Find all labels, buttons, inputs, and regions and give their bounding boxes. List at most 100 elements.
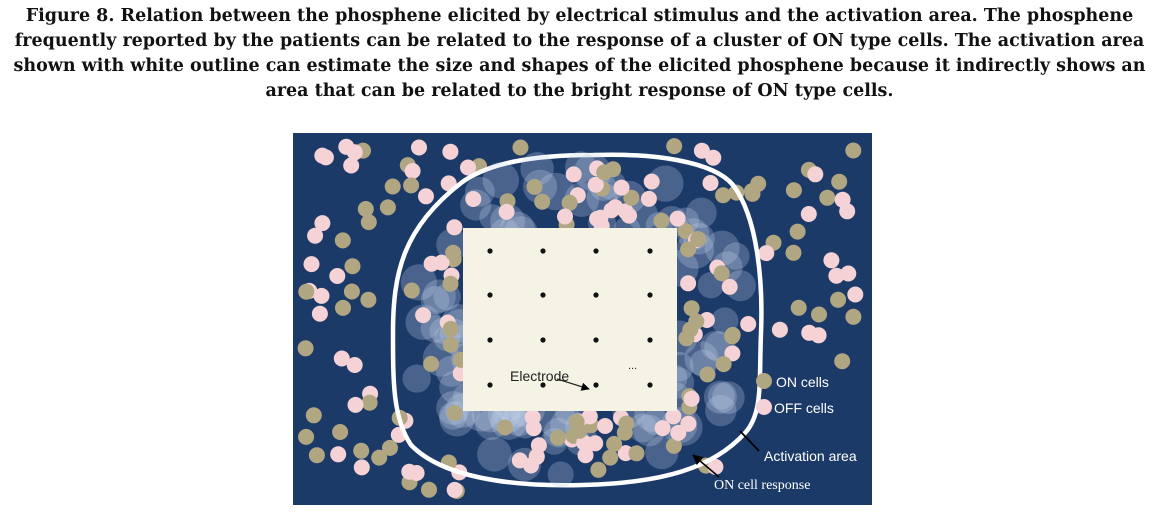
off-cell — [313, 287, 330, 304]
off-cell — [307, 227, 324, 244]
off-cell — [758, 245, 775, 262]
off-cell — [654, 420, 671, 437]
electrode-dot — [540, 292, 546, 298]
on-response-halo — [722, 242, 750, 270]
on-cell — [442, 336, 459, 353]
activation-area-outline — [390, 152, 764, 488]
on-cell — [403, 282, 420, 299]
electrode-dot — [647, 382, 653, 388]
off-cell — [511, 452, 528, 469]
on-cell — [845, 308, 862, 325]
on-cell — [442, 320, 459, 337]
off-cell — [460, 159, 476, 176]
on-cell — [526, 178, 543, 195]
on-cell — [683, 300, 700, 317]
electrode-dot — [593, 248, 599, 254]
off-cell — [530, 437, 547, 454]
off-cell — [613, 179, 630, 196]
off-cell — [587, 176, 604, 193]
on-response-halo — [712, 381, 745, 414]
on-cell — [446, 405, 463, 422]
on-cell — [724, 326, 741, 343]
electrode-dot — [540, 382, 546, 388]
on-cell — [360, 214, 377, 231]
legend-off-cells: OFF cells — [774, 400, 834, 416]
on-cell — [789, 223, 806, 240]
electrode-dot — [487, 337, 493, 343]
on-cell — [744, 185, 761, 202]
figure-caption: Figure 8. Relation between the phosphene… — [8, 4, 1151, 104]
off-cell — [442, 143, 459, 160]
on-cell — [371, 449, 388, 466]
on-cell — [442, 275, 459, 292]
off-cell — [329, 268, 346, 284]
off-cell — [446, 481, 463, 498]
on-cell — [699, 366, 716, 383]
on-response-halo — [477, 437, 512, 472]
on-cell — [831, 173, 848, 190]
on-cell — [628, 445, 645, 462]
off-cell — [330, 446, 347, 463]
on-response-halo — [705, 394, 737, 427]
on-cell — [298, 283, 315, 300]
electrode-dot — [540, 337, 546, 343]
on-response-arrow — [692, 454, 720, 478]
on-response-halo — [700, 330, 730, 361]
electrode-dot — [647, 292, 653, 298]
on-cell — [680, 241, 697, 258]
off-cell — [810, 327, 827, 344]
on-cell — [496, 419, 513, 436]
off-cell — [771, 321, 788, 338]
inside-cells — [403, 160, 757, 478]
off-cell — [465, 191, 482, 207]
on-cell — [590, 461, 607, 478]
on-cell — [360, 291, 377, 308]
off-cell — [800, 206, 817, 222]
off-cell — [411, 139, 427, 156]
off-cell — [640, 190, 657, 207]
off-cell — [665, 408, 682, 425]
on-cell — [445, 244, 462, 261]
off-cell — [847, 286, 864, 303]
on-response-halo — [420, 286, 450, 315]
on-response-halo — [547, 461, 574, 488]
on-cell — [811, 306, 827, 323]
electrode-dot — [593, 382, 599, 388]
on-cell — [616, 424, 633, 441]
activation-area-label: Activation area — [764, 448, 857, 464]
on-cell — [334, 232, 351, 249]
on-cell — [308, 447, 325, 464]
on-cell — [688, 313, 705, 330]
off-cell — [597, 418, 614, 434]
off-cell — [498, 203, 515, 220]
off-cell — [670, 424, 687, 441]
electrode-grid — [487, 248, 653, 388]
electrode-dot — [647, 337, 653, 343]
on-cell-legend-dot — [756, 373, 772, 389]
on-cell — [534, 193, 551, 210]
on-cell-response-label: ON cell response — [714, 478, 810, 493]
electrode-dot — [487, 292, 493, 298]
on-cell — [845, 142, 862, 159]
on-cell — [602, 449, 619, 466]
on-response-halo — [626, 199, 658, 231]
off-cell — [683, 390, 700, 407]
diagram-canvas: ... Electrode ON cells OFF cells Activat… — [293, 133, 872, 505]
on-cell — [596, 164, 613, 181]
on-response-halo — [482, 162, 519, 199]
on-cell — [298, 428, 315, 445]
off-cell — [423, 255, 440, 272]
on-cell — [606, 435, 623, 452]
on-cell — [623, 189, 640, 206]
off-cell — [840, 265, 857, 282]
electrode-dot — [593, 337, 599, 343]
off-cell-legend-dot — [756, 399, 772, 415]
on-cell — [379, 199, 396, 216]
off-cell — [603, 202, 620, 219]
on-response-halo — [703, 380, 737, 414]
off-cell — [680, 275, 697, 292]
on-response-halo — [704, 230, 740, 266]
on-cell — [423, 355, 440, 372]
legend-on-cells: ON cells — [776, 374, 829, 390]
off-cell — [669, 210, 686, 227]
